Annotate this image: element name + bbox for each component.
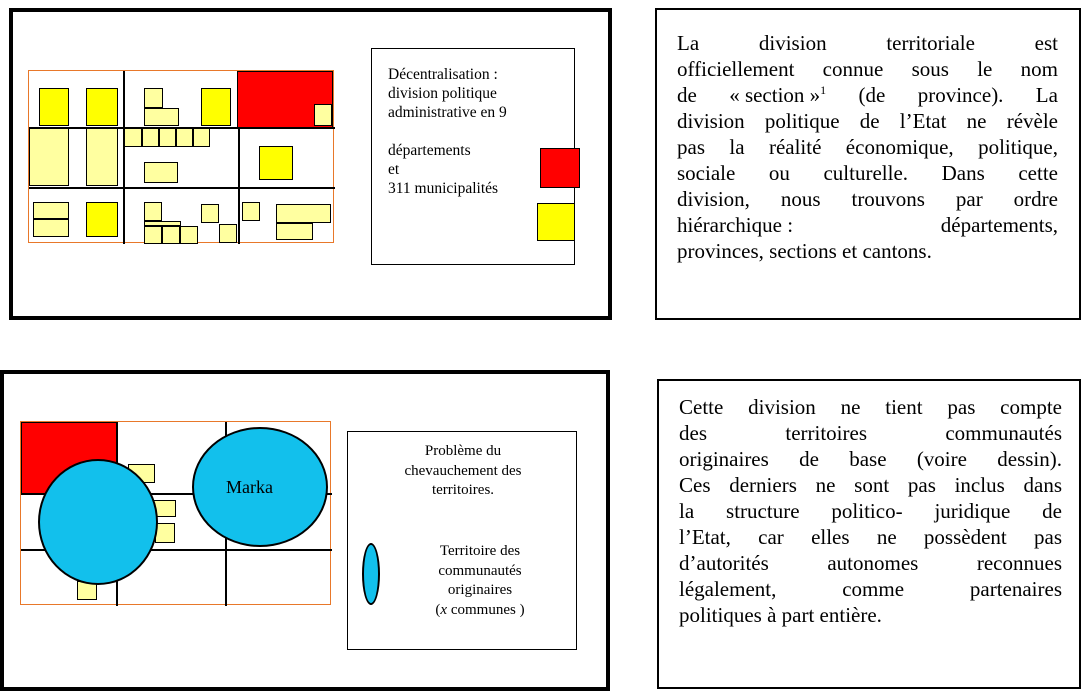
text-word: La (677, 31, 700, 55)
text-line: division politique de l’Etat ne révèle (677, 109, 1058, 133)
text-word: communautés (945, 421, 1062, 445)
text-word: division (758, 31, 827, 55)
municipality-block (259, 146, 293, 180)
decentralisation-legend: Décentralisation : division politique ad… (371, 48, 580, 265)
overlap-legend: Problème du chevauchement des territoire… (347, 431, 577, 650)
text-line: officiellement connue sous le nom (677, 57, 1058, 81)
municipality-block (180, 226, 198, 244)
text-line: division, nous trouvons par ordre (677, 187, 1058, 211)
legend-line: chevauchement des (404, 462, 522, 479)
text-line: provinces, sections et cantons. (677, 239, 932, 263)
bottom-text-box: Cette division ne tient pas compte des t… (657, 379, 1081, 689)
decentralisation-map (28, 70, 335, 244)
municipality-block (144, 108, 179, 126)
map-grid-line (21, 493, 332, 495)
municipality-block (144, 202, 162, 221)
municipality-block (193, 128, 210, 147)
municipality-block (162, 226, 180, 244)
footnote-marker[interactable]: 1 (820, 83, 827, 97)
text-word: de (677, 83, 697, 107)
municipality-block (144, 162, 178, 183)
municipality-block (86, 128, 118, 186)
municipality-block (86, 88, 118, 126)
municipality-block (86, 202, 118, 237)
community-legend-swatch (362, 543, 380, 605)
municipality-block (314, 104, 332, 126)
legend-line: départements (388, 142, 471, 159)
map-grid-line (29, 127, 335, 129)
legend-line: Territoire des (439, 543, 521, 559)
text-line: Cette division ne tient pas compte (679, 395, 1062, 419)
municipality-block (39, 88, 69, 126)
municipality-legend-swatch (537, 203, 575, 241)
text-word: comme (842, 577, 905, 601)
municipality-block (124, 128, 142, 147)
legend-line: administrative en 9 (388, 104, 507, 121)
map-grid-line (238, 71, 240, 244)
map-grid-line (29, 187, 335, 189)
text-line: sociale ou culturelle. Dans cette (677, 161, 1058, 185)
text-line: la structure politico- juridique de (679, 499, 1062, 523)
text-word: (de (858, 83, 886, 107)
text-word: partenaires (969, 577, 1062, 601)
municipality-block (29, 128, 69, 186)
municipality-block (219, 224, 237, 243)
legend-line: originaires (447, 582, 513, 598)
municipality-block (242, 202, 260, 221)
community-territory-circle (38, 459, 158, 585)
municipality-block (201, 204, 219, 223)
text-word: La (1035, 83, 1058, 107)
text-word: des (679, 421, 707, 445)
municipality-block (33, 219, 69, 237)
footnote-ref: « section » (729, 83, 821, 107)
municipality-block (159, 128, 176, 147)
marka-label: Marka (226, 477, 273, 497)
municipality-block (276, 204, 331, 223)
municipality-block (142, 128, 159, 147)
text-word: territoriale (886, 31, 975, 55)
municipality-block (144, 88, 163, 108)
municipality-block (144, 221, 181, 226)
text-word: hiérarchique : (677, 213, 794, 237)
marka-territory-ellipse: Marka (192, 427, 328, 547)
legend-line: 311 municipalités (388, 180, 499, 197)
text-word: légalement, (679, 577, 777, 601)
municipality-block (276, 223, 313, 240)
map-grid-line (21, 549, 332, 551)
text-word: départements, (940, 213, 1058, 237)
municipality-block (155, 523, 175, 543)
legend-line: territoires. (431, 482, 495, 498)
department-legend-swatch (540, 148, 580, 188)
legend-variable: x (440, 601, 448, 618)
legend-line: et (388, 161, 400, 178)
text-line: Ces derniers ne sont pas inclus dans (679, 473, 1062, 497)
municipality-block (144, 226, 162, 244)
text-word: province). (917, 83, 1004, 107)
text-word: est (1034, 31, 1058, 55)
map-grid-line (123, 71, 125, 244)
top-text-box: La division territoriale est officiellem… (655, 8, 1081, 320)
text-line: politiques à part entière. (679, 603, 882, 627)
legend-line: Problème du (424, 443, 502, 459)
municipality-block (201, 88, 231, 126)
text-word: territoires (785, 421, 867, 445)
text-line: d’autorités autonomes reconnues (679, 551, 1062, 575)
municipality-block (33, 202, 69, 219)
legend-line: division politique (388, 85, 497, 102)
legend-line: communautés (438, 562, 522, 579)
text-line: originaires de base (voire dessin). (679, 447, 1062, 471)
municipality-block (176, 128, 193, 147)
legend-line: Décentralisation : (388, 66, 498, 83)
legend-line: (x communes ) (435, 601, 525, 618)
text-line: pas la réalité économique, politique, (677, 135, 1058, 159)
text-line: l’Etat, car elles ne possèdent pas (679, 525, 1062, 549)
